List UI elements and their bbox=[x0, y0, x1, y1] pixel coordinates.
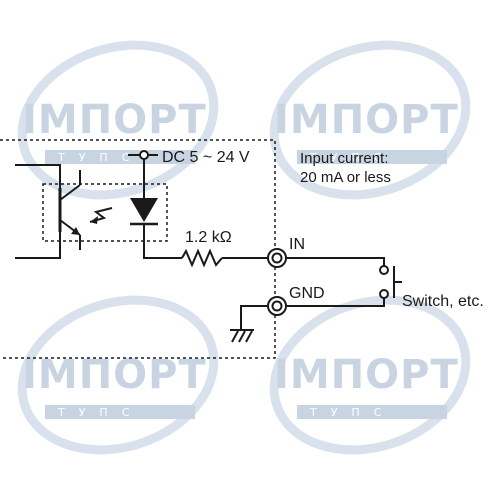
resistor-value-label: 1.2 kΩ bbox=[185, 229, 232, 246]
watermark-sub-text: ТУПС bbox=[57, 406, 143, 419]
watermark-group: ІМПОРТ ТУПС ІМПОРТ ТУПС ІМПОРТ ТУПС ІМПО… bbox=[17, 40, 471, 455]
internal-ground-wire bbox=[240, 305, 268, 330]
gnd-to-switch-wire bbox=[286, 298, 385, 307]
in-terminal bbox=[267, 248, 287, 268]
in-to-switch-wire bbox=[286, 257, 385, 266]
switch-symbol bbox=[379, 265, 402, 299]
photocoupler-box bbox=[42, 183, 168, 242]
watermark-top-left: ІМПОРТ ТУПС bbox=[17, 40, 219, 200]
watermark-sub-text: ТУПС bbox=[309, 151, 395, 164]
watermark-brand-text: ІМПОРТ bbox=[274, 97, 459, 143]
watermark-bottom-right: ІМПОРТ ТУПС bbox=[269, 295, 471, 455]
phototransistor-emitter-lead bbox=[15, 228, 61, 259]
input-current-label-line2: 20 mA or less bbox=[300, 169, 391, 186]
light-emission-arrows bbox=[89, 207, 113, 224]
watermark-top-right: ІМПОРТ ТУПС bbox=[269, 40, 471, 200]
watermark-brand-text: ІМПОРТ bbox=[274, 352, 459, 398]
supply-voltage-label: DC 5 ~ 24 V bbox=[162, 149, 250, 166]
watermark-brand-text: ІМПОРТ bbox=[22, 352, 207, 398]
led-symbol bbox=[130, 198, 158, 226]
gnd-terminal bbox=[267, 296, 287, 316]
phototransistor-collector-lead bbox=[15, 164, 61, 190]
watermark-brand-text: ІМПОРТ bbox=[22, 97, 207, 143]
gnd-terminal-label: GND bbox=[289, 285, 325, 302]
led-to-resistor-wire bbox=[143, 224, 182, 259]
switch-label: Switch, etc. bbox=[402, 293, 484, 310]
input-current-label-line1: Input current: bbox=[300, 150, 388, 167]
phototransistor-symbol bbox=[58, 170, 81, 250]
watermark-sub-text: ТУПС bbox=[57, 151, 143, 164]
watermark-bottom-left: ІМПОРТ ТУПС bbox=[17, 295, 219, 455]
watermark-sub-text: ТУПС bbox=[309, 406, 395, 419]
resistor-symbol bbox=[181, 248, 223, 268]
in-terminal-label: IN bbox=[289, 236, 305, 253]
ground-icon bbox=[230, 329, 254, 343]
dc-supply-terminal bbox=[128, 150, 158, 160]
